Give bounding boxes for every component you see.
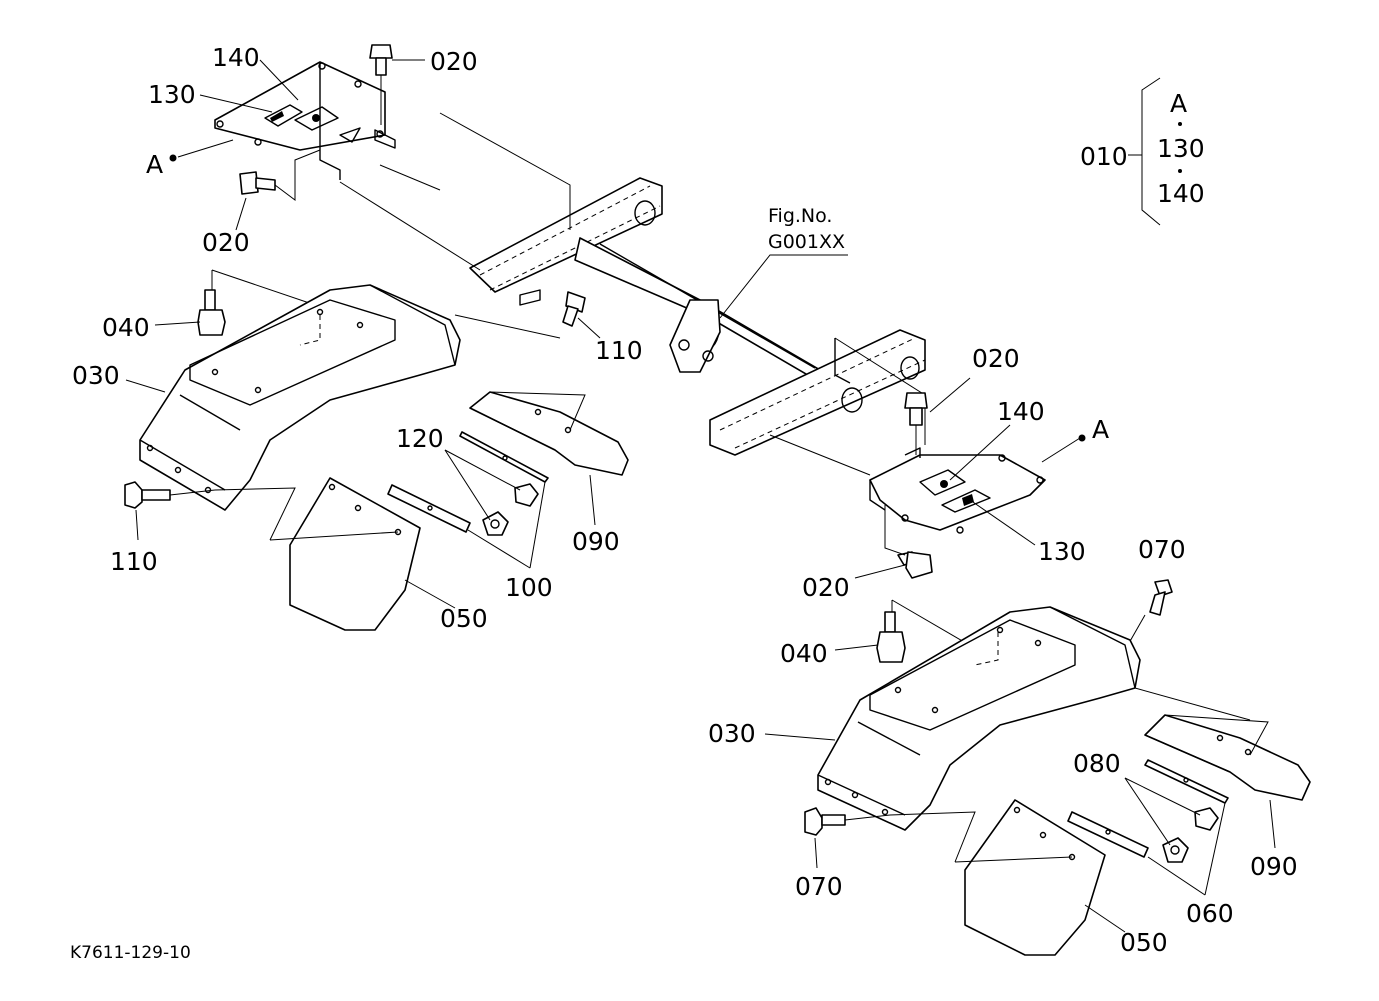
legend-part-010: 010 <box>1080 142 1128 171</box>
leader-line <box>125 379 166 393</box>
leader-line <box>154 321 201 326</box>
leader-line <box>834 644 879 651</box>
left-mudflap-090 <box>469 391 629 476</box>
callout-110-left-left: 110 <box>110 547 158 576</box>
nut-120-upper <box>514 483 539 507</box>
bolt-020-left-top <box>369 44 393 125</box>
leader-line <box>764 733 836 741</box>
leader-line <box>1147 856 1206 896</box>
callout-040-left: 040 <box>102 313 150 342</box>
bolt-110-left-left <box>124 481 216 509</box>
callout-a-right: A <box>1092 415 1109 444</box>
leader-line <box>969 499 1036 546</box>
legend-item-130: 130 <box>1157 134 1205 163</box>
leader-line <box>1269 799 1276 849</box>
callout-140-left: 140 <box>212 43 260 72</box>
callout-080-right: 080 <box>1073 749 1121 778</box>
leader-line <box>339 181 481 271</box>
left-bracket-plate <box>214 61 396 180</box>
leader-line <box>1124 777 1171 846</box>
marker-a-dot <box>1078 434 1086 442</box>
leader-line <box>589 474 596 526</box>
left-strip-lower <box>387 484 471 533</box>
callout-020-right-top: 020 <box>972 344 1020 373</box>
legend-dot <box>1178 122 1182 126</box>
leader-line <box>439 112 571 230</box>
callout-020-left-top: 020 <box>430 47 478 76</box>
callout-100-left: 100 <box>505 573 553 602</box>
bolt-020-right-bottom <box>884 505 933 579</box>
callout-030-left: 030 <box>72 361 120 390</box>
right-mudflap-050 <box>889 799 1106 956</box>
leader-line <box>379 164 441 191</box>
leader-line <box>929 377 971 413</box>
callout-050-left: 050 <box>440 604 488 633</box>
bolt-020-right-top <box>904 392 928 455</box>
callout-020-right-bottom: 020 <box>802 573 850 602</box>
callout-070-right-top: 070 <box>1138 535 1186 564</box>
leader-line <box>529 481 546 569</box>
legend-bracket <box>1141 77 1161 226</box>
leader-line <box>577 317 601 339</box>
callout-070-right-bottom: 070 <box>795 872 843 901</box>
drawing-code: K7611-129-10 <box>70 943 191 963</box>
bolt-070-right-bottom <box>804 807 891 836</box>
leader-line <box>854 564 906 579</box>
leader-line <box>467 529 531 569</box>
callout-140-right: 140 <box>997 397 1045 426</box>
leader-line <box>949 424 1011 481</box>
leader-line <box>814 837 818 869</box>
callout-130-right: 130 <box>1038 537 1086 566</box>
leader-line <box>259 59 299 101</box>
legend-item-a: A <box>1170 89 1187 118</box>
left-fender <box>139 284 461 511</box>
leader-line <box>1041 437 1081 463</box>
marker-a-dot <box>169 154 177 162</box>
callout-090-right: 090 <box>1250 852 1298 881</box>
callout-020-left-mid: 020 <box>202 228 250 257</box>
leader-line <box>135 509 139 541</box>
callout-090-left: 090 <box>572 527 620 556</box>
bolt-020-left-mid <box>239 149 321 201</box>
leader-line <box>1204 802 1226 896</box>
leader-line <box>444 449 491 521</box>
leader-line <box>454 314 561 339</box>
leader-line <box>199 94 273 113</box>
fig-ref-line1: Fig.No. <box>768 205 832 227</box>
bolt-040-right <box>876 599 996 663</box>
leader-line <box>1084 904 1126 933</box>
leader-line <box>1124 777 1201 816</box>
callout-060-right: 060 <box>1186 899 1234 928</box>
left-mudflap-050 <box>214 477 421 631</box>
nut-080-upper <box>1194 807 1219 831</box>
leader-line <box>177 139 234 158</box>
leader-line <box>719 254 848 319</box>
nut-080-lower <box>1162 837 1189 863</box>
leader-line <box>404 579 456 609</box>
right-bracket-plate <box>869 447 1046 534</box>
callout-110-left-right: 110 <box>595 336 643 365</box>
callout-030-right: 030 <box>708 719 756 748</box>
callout-050-right: 050 <box>1120 928 1168 957</box>
fig-ref-line2: G001XX <box>768 231 845 253</box>
bolt-070-right-top <box>1149 579 1173 616</box>
nut-120-lower <box>482 511 509 536</box>
leader-line <box>235 197 247 231</box>
right-fender <box>817 606 1141 831</box>
leader-line <box>1134 687 1251 721</box>
legend-dot <box>1178 169 1182 173</box>
callout-130-left: 130 <box>148 80 196 109</box>
right-strip-lower <box>1067 811 1149 858</box>
right-mudflap-090 <box>1144 714 1311 801</box>
legend-item-140: 140 <box>1157 179 1205 208</box>
callout-120-left: 120 <box>396 424 444 453</box>
callout-040-right: 040 <box>780 639 828 668</box>
leader-line <box>769 434 871 476</box>
bolt-110-left-right <box>562 291 586 327</box>
callout-a-left: A <box>146 150 163 179</box>
leader-line <box>444 449 521 491</box>
